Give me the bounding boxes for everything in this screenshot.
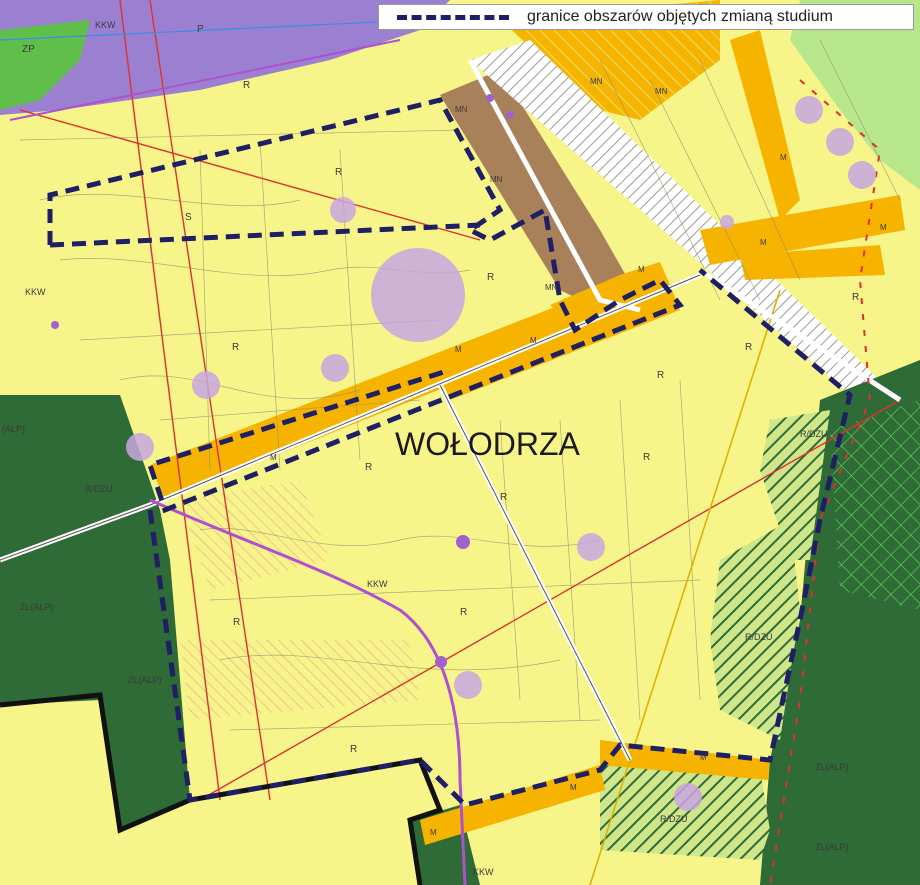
label-m-3: M: [270, 453, 277, 462]
blue-line: [0, 19, 421, 41]
label-zl-alp-4: ZL(ALP): [815, 842, 849, 852]
hatched-rdzu-1: [760, 410, 830, 560]
label-zl-alp-2: ZL(ALP): [128, 675, 162, 685]
forest-left: [0, 395, 190, 830]
study-boundary: [47, 97, 853, 808]
label-zl-alp-1: ZL(ALP): [20, 602, 54, 612]
settlement-band-right-3: [740, 245, 885, 280]
green-zone-zp: [0, 20, 90, 110]
label-kkw-mid: KKW: [367, 579, 388, 589]
site-markers: [126, 96, 876, 811]
label-m-4: M: [780, 153, 787, 162]
label-m-6: M: [880, 223, 887, 232]
label-r-9: R: [643, 452, 650, 463]
settlement-band-right: [730, 30, 800, 220]
settlement-band-main: [150, 305, 575, 500]
label-r-12: R: [350, 744, 357, 755]
label-mn-5: MN: [655, 87, 668, 96]
map-legend: granice obszarów objętych zmianą studium: [378, 4, 914, 30]
label-zl-alp-3: ZL(ALP): [815, 762, 849, 772]
label-mn-3: MN: [545, 283, 558, 292]
village-name: WOŁODRZA: [395, 426, 581, 462]
settlement-band-right-2: [700, 195, 905, 265]
label-p: P: [197, 24, 204, 35]
residential-hatched: [500, 0, 720, 120]
label-zp: ZP: [22, 44, 35, 55]
settlement-band-upper: [550, 262, 670, 330]
site-dots: [51, 94, 514, 668]
label-m-7: M: [638, 265, 645, 274]
pink-hatched-1: [180, 480, 330, 590]
label-m-8: M: [700, 753, 707, 762]
label-kkw-bottom: KKW: [473, 867, 494, 877]
label-kkw-left: KKW: [25, 287, 46, 297]
parcel-lines: [19, 39, 901, 731]
label-r-13: R: [500, 492, 507, 503]
label-rdzu-left: R/DZU: [85, 484, 113, 494]
label-m-5: M: [760, 238, 767, 247]
label-mn-2: MN: [490, 175, 503, 184]
label-m-10: M: [570, 783, 577, 792]
green-area-top-right: [790, 0, 920, 190]
label-r-2: R: [335, 167, 342, 178]
boundary-dash-swatch: [397, 14, 509, 20]
label-m-1: M: [455, 345, 462, 354]
settlement-band-main-2: [440, 285, 680, 400]
kkw-road: [149, 498, 467, 885]
label-rdzu-3: R/DZU: [660, 814, 688, 824]
pink-hatched-2: [180, 640, 420, 720]
label-s: S: [185, 212, 192, 223]
label-rdzu-2: R/DZU: [745, 632, 773, 642]
forest-right-grid: [830, 400, 920, 610]
label-kkw-top: KKW: [95, 20, 116, 30]
label-rdzu-1: R/DZU: [800, 429, 828, 439]
label-m-9: M: [430, 828, 437, 837]
kkw-road-top: [9, 39, 401, 121]
pipeline-line: [589, 289, 781, 885]
label-mn-4: MN: [590, 77, 603, 86]
label-r-1: R: [243, 80, 250, 91]
legend-boundary-label: granice obszarów objętych zmianą studium: [527, 8, 833, 25]
label-r-5: R: [657, 370, 664, 381]
settlement-band-bottom: [600, 740, 770, 780]
label-m-2: M: [530, 336, 537, 345]
hatched-rdzu-2: [710, 520, 800, 740]
label-r-8: R: [365, 462, 372, 473]
label-mn-1: MN: [455, 105, 468, 114]
label-r-7: R: [852, 292, 859, 303]
settlement-band-bottom-2: [420, 765, 605, 845]
industrial-zone: [0, 0, 450, 115]
label-r-3: R: [487, 272, 494, 283]
label-zl-alp-partial: (ALP): [2, 424, 25, 434]
label-r-10: R: [233, 617, 240, 628]
label-r-4: R: [232, 342, 239, 353]
label-r-11: R: [460, 607, 467, 618]
label-r-6: R: [745, 342, 752, 353]
